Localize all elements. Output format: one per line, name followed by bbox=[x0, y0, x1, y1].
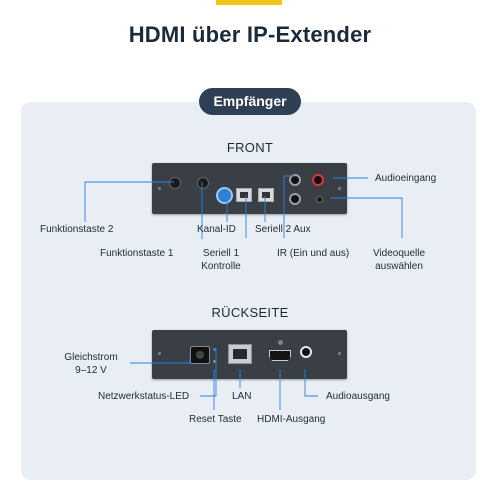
video-source-button[interactable] bbox=[316, 196, 323, 203]
diagram-panel bbox=[21, 102, 476, 480]
label-gleichstrom: Gleichstrom 9–12 V bbox=[58, 351, 124, 377]
receiver-back-device bbox=[152, 330, 347, 379]
label-videoquelle-line-2: auswählen bbox=[375, 261, 423, 272]
serial-1-port bbox=[236, 188, 252, 202]
label-seriell-1: Seriell 1 Kontrolle bbox=[196, 247, 246, 273]
page-title: HDMI über IP-Extender bbox=[128, 22, 372, 47]
screw-icon bbox=[338, 187, 341, 190]
channel-id-dial[interactable] bbox=[216, 187, 233, 204]
screw-icon bbox=[158, 352, 161, 355]
function-button-1[interactable] bbox=[197, 177, 209, 189]
label-lan: LAN bbox=[232, 391, 252, 402]
serial-2-port bbox=[258, 188, 274, 202]
label-audioeingang: Audioeingang bbox=[375, 173, 437, 184]
receiver-badge: Empfänger bbox=[199, 88, 301, 115]
reset-button[interactable] bbox=[213, 360, 216, 363]
label-gleichstrom-line-1: Gleichstrom bbox=[64, 352, 118, 363]
lan-port bbox=[228, 344, 252, 364]
label-funktionstaste-1: Funktionstaste 1 bbox=[100, 248, 174, 259]
label-netzwerk-led: Netzwerkstatus-LED bbox=[98, 391, 190, 402]
label-videoquelle: Videoquelle auswählen bbox=[369, 247, 429, 273]
screw-icon bbox=[158, 187, 161, 190]
accent-bar bbox=[216, 0, 282, 5]
ir-jack-top bbox=[289, 174, 301, 186]
label-funktionstaste-2: Funktionstaste 2 bbox=[40, 224, 114, 235]
label-seriell-1-line-2: Kontrolle bbox=[201, 261, 241, 272]
audio-in-jack bbox=[312, 174, 324, 186]
hdmi-output-port bbox=[269, 350, 291, 361]
back-heading: RÜCKSEITE bbox=[211, 305, 289, 320]
label-audioausgang: Audioausgang bbox=[326, 391, 390, 402]
label-seriell-2: Seriell 2 Aux bbox=[255, 224, 311, 235]
audio-out-jack bbox=[300, 346, 312, 358]
label-seriell-1-line-1: Seriell 1 bbox=[202, 248, 240, 259]
dc-power-jack bbox=[190, 346, 210, 364]
label-videoquelle-line-1: Videoquelle bbox=[372, 248, 426, 259]
function-button-2[interactable] bbox=[169, 177, 181, 189]
label-hdmi-ausgang: HDMI-Ausgang bbox=[257, 414, 326, 425]
network-led bbox=[213, 348, 216, 351]
screw-icon bbox=[338, 352, 341, 355]
label-kanal-id: Kanal-ID bbox=[197, 224, 236, 235]
front-heading: FRONT bbox=[226, 140, 274, 155]
label-reset: Reset Taste bbox=[189, 414, 242, 425]
label-ir: IR (Ein und aus) bbox=[277, 248, 350, 259]
screw-icon bbox=[278, 340, 283, 345]
receiver-front-device bbox=[152, 163, 347, 214]
ir-jack-bottom bbox=[289, 193, 301, 205]
label-gleichstrom-line-2: 9–12 V bbox=[75, 365, 107, 376]
